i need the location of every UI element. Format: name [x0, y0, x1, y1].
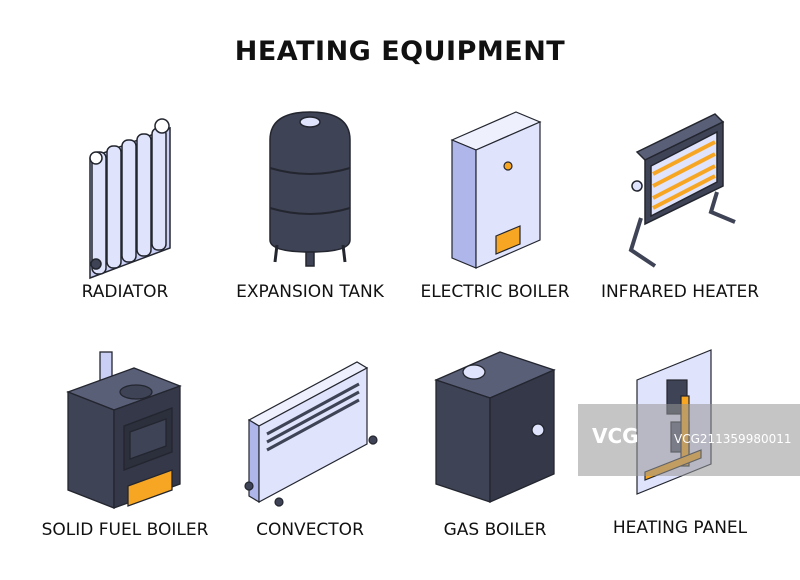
item-electric-boiler: ELECTRIC BOILER: [400, 100, 590, 340]
item-expansion-tank: EXPANSION TANK: [215, 100, 405, 340]
radiator-icon: [89, 118, 171, 280]
item-label: EXPANSION TANK: [236, 282, 384, 302]
watermark: VCG VCG211359980011: [578, 404, 800, 476]
item-infrared-heater: INFRARED HEATER: [585, 100, 775, 340]
item-convector: CONVECTOR: [215, 340, 405, 580]
item-label: RADIATOR: [81, 282, 169, 302]
item-label: ELECTRIC BOILER: [420, 282, 570, 302]
watermark-logo: VCG: [592, 424, 639, 448]
convector-icon: [244, 361, 378, 507]
item-solid-fuel-boiler: SOLID FUEL BOILER: [30, 340, 220, 580]
watermark-id: VCG211359980011: [674, 432, 792, 446]
electric-boiler-icon: [450, 111, 542, 269]
item-label: HEATING PANEL: [612, 518, 748, 538]
page-title: HEATING EQUIPMENT: [234, 36, 566, 67]
item-gas-boiler: GAS BOILER: [400, 340, 590, 580]
infrared-heater-icon: [628, 113, 736, 268]
item-label: CONVECTOR: [256, 520, 364, 540]
gas-boiler-icon: [434, 351, 556, 503]
solid-fuel-boiler-icon: [66, 351, 182, 509]
expansion-tank-icon: [269, 111, 351, 267]
item-label: INFRARED HEATER: [600, 282, 760, 302]
item-label: SOLID FUEL BOILER: [41, 520, 209, 540]
item-radiator: RADIATOR: [30, 100, 220, 340]
item-label: GAS BOILER: [443, 520, 547, 540]
